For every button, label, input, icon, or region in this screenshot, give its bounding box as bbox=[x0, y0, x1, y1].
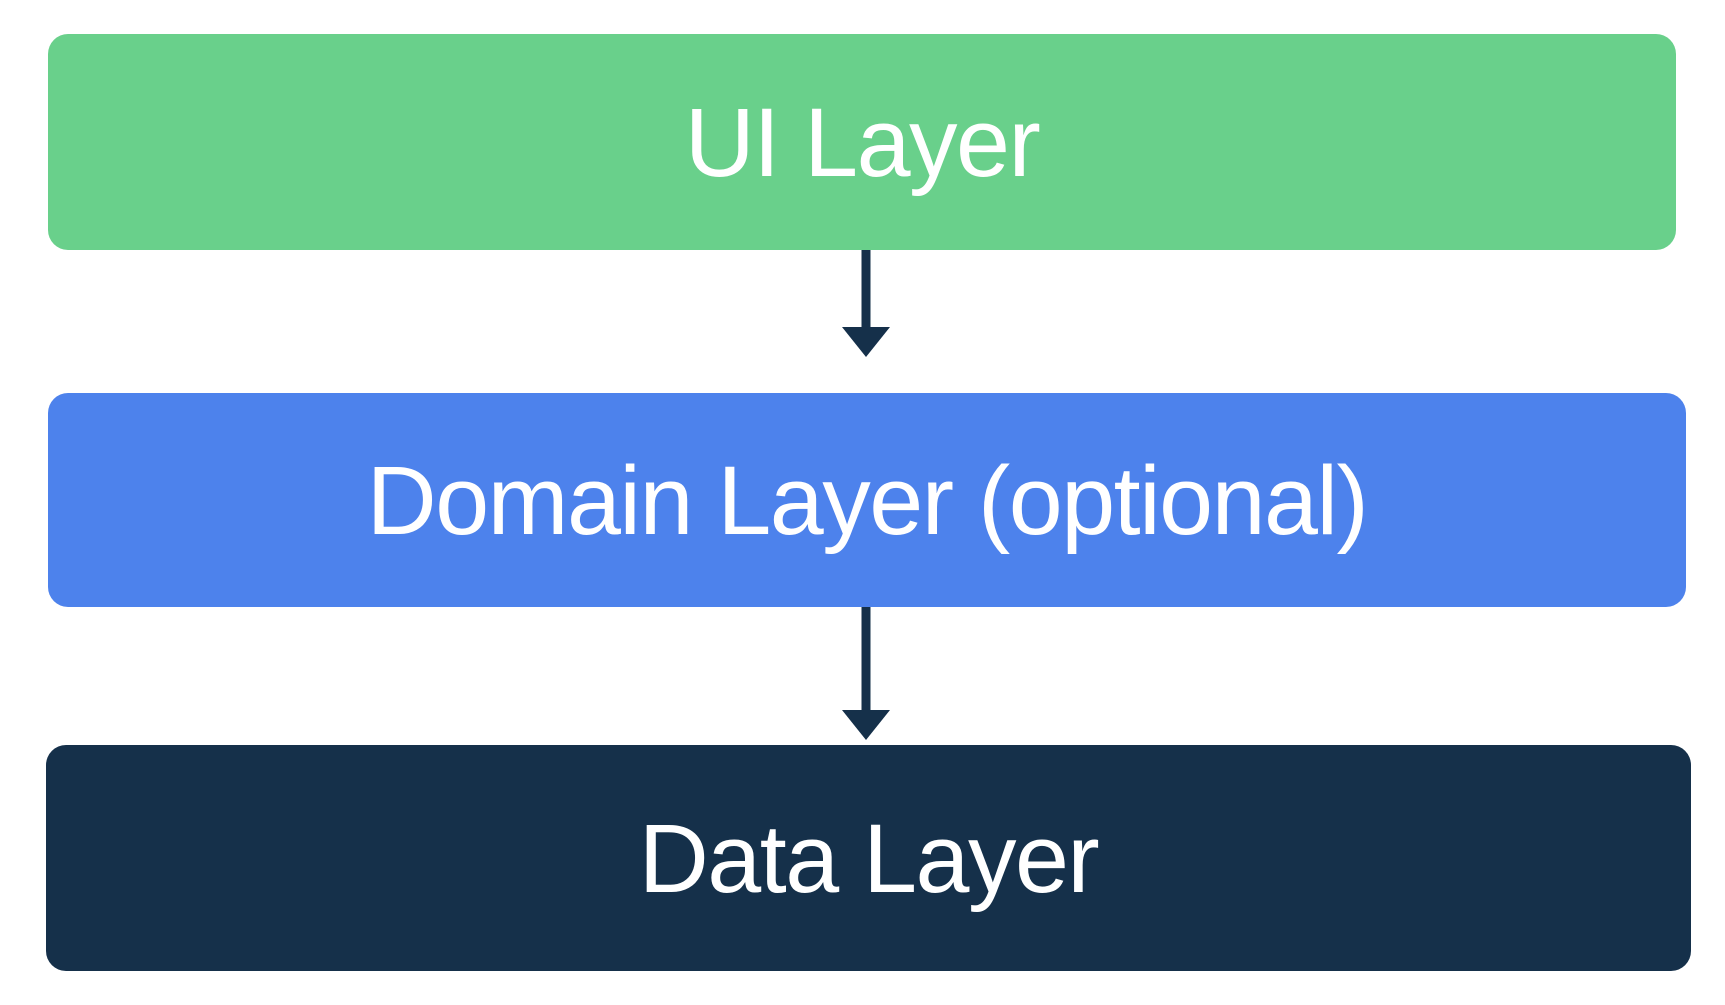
node-domain-layer-label: Domain Layer (optional) bbox=[366, 445, 1369, 555]
node-domain-layer[interactable]: Domain Layer (optional) bbox=[48, 393, 1686, 607]
node-data-layer[interactable]: Data Layer bbox=[46, 745, 1691, 971]
node-ui-layer-label: UI Layer bbox=[684, 87, 1041, 197]
arrow-domain-to-data-icon bbox=[842, 607, 890, 740]
arrow-ui-to-domain-icon bbox=[842, 250, 890, 357]
node-ui-layer[interactable]: UI Layer bbox=[48, 34, 1676, 250]
node-data-layer-label: Data Layer bbox=[638, 803, 1100, 913]
